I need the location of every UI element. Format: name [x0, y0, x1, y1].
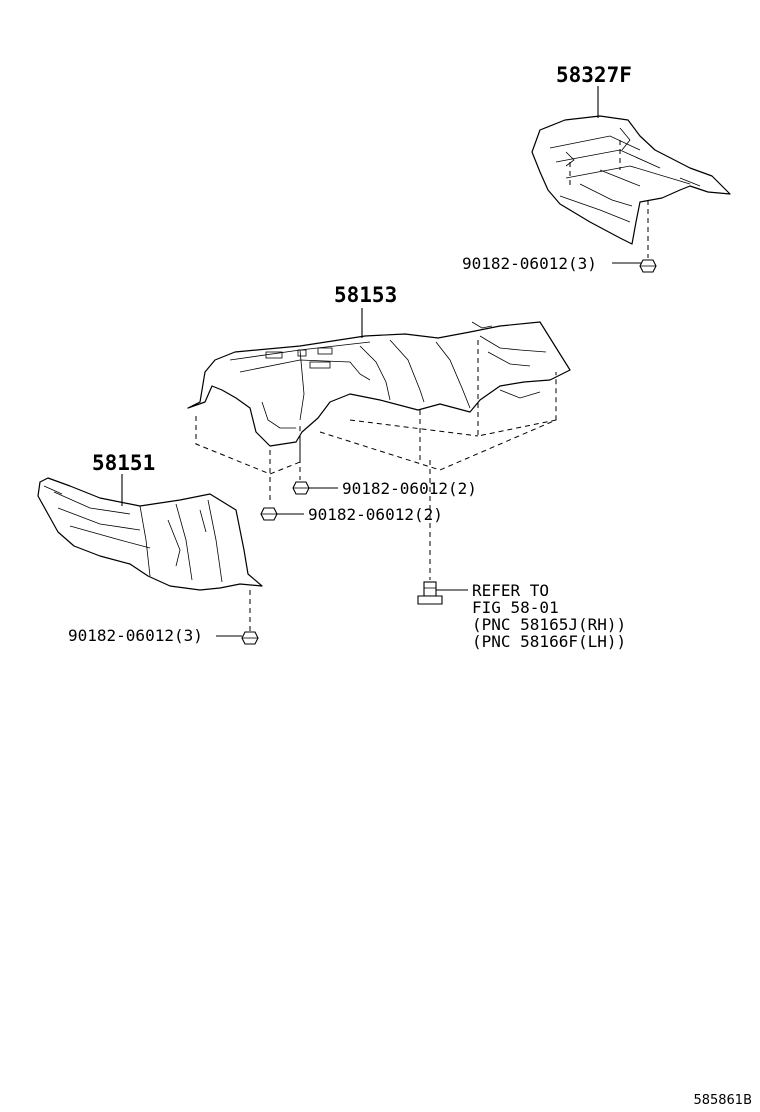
- nut-58153-a-label: 90182-06012(2): [342, 479, 477, 498]
- refer-line-3: (PNC 58165J(RH)): [472, 615, 626, 634]
- dashed-base-58153-e: [349, 419, 479, 437]
- dashed-base-58153-b: [319, 372, 557, 471]
- figure-code: 585861B: [693, 1093, 752, 1108]
- refer-line-2: FIG 58-01: [472, 598, 559, 617]
- nut-58151-label: 90182-06012(3): [68, 626, 203, 645]
- pnc-58151-label: 58151: [92, 451, 155, 475]
- dashed-base-58153-d: [477, 340, 557, 437]
- nut-58153-b-label: 90182-06012(2): [308, 505, 443, 524]
- heat-insulator-58153[interactable]: [187, 321, 571, 447]
- nut-58327f-label: 90182-06012(3): [462, 254, 597, 273]
- dashed-base-58153: [195, 416, 301, 475]
- heat-insulator-58151[interactable]: [37, 477, 263, 591]
- pnc-58153-label: 58153: [334, 283, 397, 307]
- pnc-58327f-label: 58327F: [556, 63, 632, 87]
- bolt-refer-fig-58-01[interactable]: [417, 581, 443, 605]
- refer-line-4: (PNC 58166F(LH)): [472, 632, 626, 651]
- nut-58151[interactable]: [241, 631, 259, 645]
- refer-line-1: REFER TO: [472, 581, 549, 600]
- nut-58153-a[interactable]: [292, 481, 310, 495]
- heat-insulator-58327f[interactable]: [531, 115, 731, 245]
- nut-58153-b[interactable]: [260, 507, 278, 521]
- nut-58327f[interactable]: [639, 259, 657, 273]
